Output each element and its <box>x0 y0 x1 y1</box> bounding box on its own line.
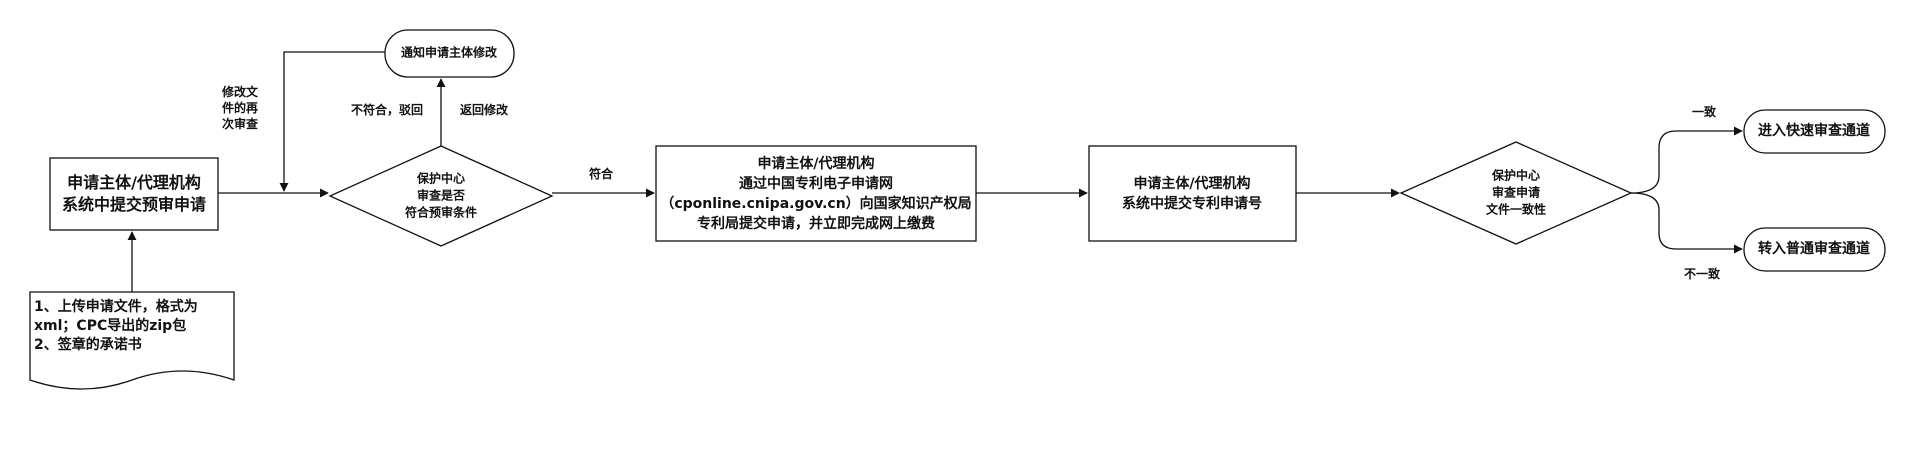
submit-pre-line-2: 系统中提交预审申请 <box>61 195 207 214</box>
submit-no-line-1: 申请主体/代理机构 <box>1133 176 1251 192</box>
modify-again-line-3: 次审查 <box>222 117 259 131</box>
edge-check-to-fast <box>1630 126 1743 194</box>
modify-again-line-2: 件的再 <box>222 101 259 115</box>
review-pre-line-3: 符合预审条件 <box>404 205 478 220</box>
consistency-label: 保护中心 审查申请 文件一致性 <box>1486 168 1546 219</box>
review-pre-line-2: 审查是否 <box>416 188 466 203</box>
modify-again-label: 修改文 件的再 次审查 <box>222 84 258 132</box>
notify-terminator <box>384 29 515 78</box>
modify-again-line-1: 修改文 <box>222 85 259 99</box>
notify-label: 通知申请主体修改 <box>400 45 498 60</box>
submit-cnipa-line-2: 通过中国专利电子申请网 <box>739 176 893 192</box>
match-label: 符合 <box>589 167 614 181</box>
upload-doc-label: 1、上传申请文件，格式为 xml；CPC导出的zip包 2、签章的承诺书 <box>34 298 198 355</box>
submit-no-label: 申请主体/代理机构 系统中提交专利申请号 <box>1122 174 1262 214</box>
upload-doc-line-1: 1、上传申请文件，格式为 <box>34 299 198 315</box>
consistency-diamond <box>1399 141 1633 245</box>
fast-track-terminator <box>1743 109 1886 154</box>
return-modify-label: 返回修改 <box>460 103 509 117</box>
edge-notify-to-modify <box>279 51 385 192</box>
submit-cnipa-line-4: 专利局提交申请，并立即完成网上缴费 <box>697 216 935 232</box>
submit-pre-label: 申请主体/代理机构 系统中提交预审申请 <box>62 172 206 216</box>
consistency-line-3: 文件一致性 <box>1485 202 1547 217</box>
not-match-label: 不符合，驳回 <box>351 103 424 117</box>
fast-track-label: 进入快速审查通道 <box>1758 123 1870 139</box>
review-pre-line-1: 保护中心 <box>416 171 466 186</box>
consistent-label: 一致 <box>1692 105 1717 119</box>
normal-track-terminator <box>1743 227 1886 272</box>
submit-pre-line-1: 申请主体/代理机构 <box>67 173 201 192</box>
edge-check-to-normal <box>1630 192 1743 254</box>
submit-cnipa-line-1: 申请主体/代理机构 <box>757 156 875 172</box>
review-pre-label: 保护中心 审查是否 符合预审条件 <box>405 171 477 222</box>
inconsistent-label: 不一致 <box>1684 267 1721 281</box>
submit-no-line-2: 系统中提交专利申请号 <box>1122 196 1262 212</box>
consistency-line-1: 保护中心 <box>1491 168 1541 183</box>
upload-doc-line-2: xml；CPC导出的zip包 <box>34 318 187 334</box>
normal-track-label: 转入普通审查通道 <box>1758 241 1870 257</box>
consistency-line-2: 审查申请 <box>1491 185 1541 200</box>
upload-doc-line-3: 2、签章的承诺书 <box>34 337 142 353</box>
submit-pre-box <box>49 157 219 231</box>
submit-cnipa-label: 申请主体/代理机构 通过中国专利电子申请网 （cponline.cnipa.go… <box>660 154 971 234</box>
submit-cnipa-line-3: （cponline.cnipa.gov.cn）向国家知识产权局 <box>660 196 972 212</box>
review-pre-diamond <box>328 145 554 247</box>
document-shape <box>29 291 235 390</box>
